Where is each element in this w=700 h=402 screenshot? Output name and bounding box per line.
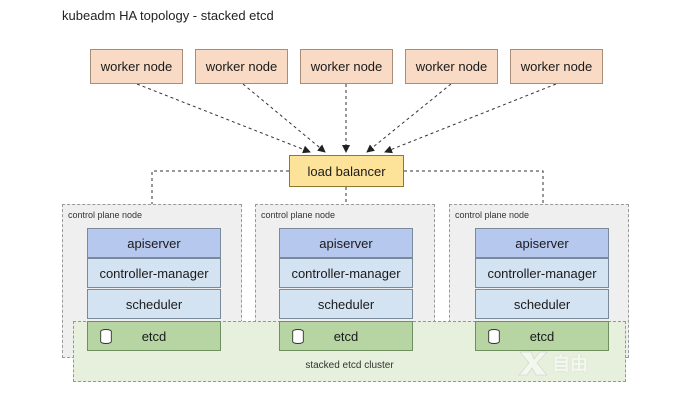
database-icon	[100, 329, 112, 344]
etcd-label: etcd	[529, 328, 555, 344]
apiserver-box: apiserver	[475, 228, 609, 258]
controller-manager-box: controller-manager	[279, 258, 413, 288]
control-plane-node-label: control plane node	[261, 210, 336, 220]
scheduler-box: scheduler	[279, 289, 413, 319]
etcd-label: etcd	[141, 328, 167, 344]
database-icon	[292, 329, 304, 344]
controller-manager-box: controller-manager	[475, 258, 609, 288]
worker-node-3: worker node	[300, 49, 393, 84]
etcd-cluster-label: stacked etcd cluster	[305, 360, 394, 371]
x-logo-icon	[518, 351, 548, 376]
scheduler-box: scheduler	[87, 289, 221, 319]
worker-to-lb-arrows	[136, 83, 557, 154]
etcd-box: etcd	[279, 321, 413, 351]
database-icon	[488, 329, 500, 344]
controller-manager-box: controller-manager	[87, 258, 221, 288]
load-balancer: load balancer	[289, 155, 404, 187]
etcd-box: etcd	[87, 321, 221, 351]
etcd-label: etcd	[333, 328, 359, 344]
worker-node-2: worker node	[195, 49, 288, 84]
apiserver-box: apiserver	[279, 228, 413, 258]
worker-node-5: worker node	[510, 49, 603, 84]
diagram-title: kubeadm HA topology - stacked etcd	[62, 8, 274, 23]
worker-node-1: worker node	[90, 49, 183, 84]
control-plane-node-label: control plane node	[455, 210, 530, 220]
watermark-logo: 自由	[518, 346, 628, 380]
watermark-text: 自由	[552, 354, 588, 374]
apiserver-box: apiserver	[87, 228, 221, 258]
scheduler-box: scheduler	[475, 289, 609, 319]
worker-node-4: worker node	[405, 49, 498, 84]
control-plane-node-label: control plane node	[68, 210, 143, 220]
etcd-box: etcd	[475, 321, 609, 351]
